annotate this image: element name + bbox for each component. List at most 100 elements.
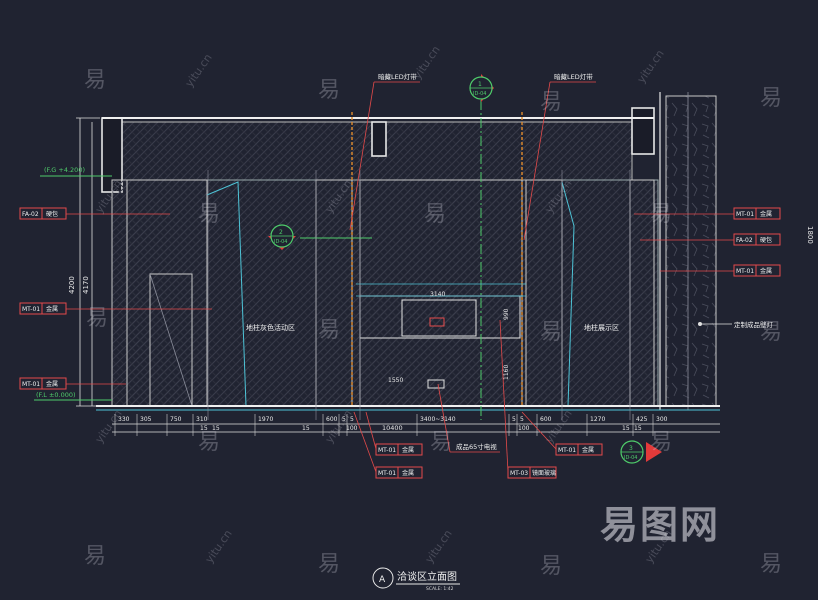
svg-text:硬包: 硬包 bbox=[46, 210, 58, 218]
sub-dim-3: 15 bbox=[302, 425, 310, 432]
svg-text:MT-01: MT-01 bbox=[378, 470, 396, 477]
dim-label: 5 bbox=[342, 416, 346, 423]
dim-label: 425 bbox=[636, 416, 648, 423]
dim-label: 310 bbox=[196, 416, 208, 423]
dim-label: 1270 bbox=[590, 416, 605, 423]
angled-panel-right bbox=[561, 181, 575, 407]
angled-panel-left bbox=[206, 181, 247, 407]
right-panel bbox=[629, 179, 655, 407]
svg-text:MT-01: MT-01 bbox=[378, 447, 396, 454]
zone-label-right: 地柱展示区 bbox=[584, 323, 619, 332]
drawing-title: 洽谈区立面图 bbox=[397, 570, 457, 583]
svg-text:金属: 金属 bbox=[760, 267, 772, 275]
dim-label: 3400~3140 bbox=[420, 416, 456, 423]
title-block: A 洽谈区立面图 SCALE: 1:42 bbox=[372, 567, 460, 592]
svg-text:金属: 金属 bbox=[402, 446, 414, 454]
section-marker-3: 3 ID-04 bbox=[620, 440, 662, 464]
left-tag-1: FA-02 硬包 bbox=[19, 207, 170, 220]
sub-dim-2: 15 bbox=[212, 425, 220, 432]
dim-1550: 1550 bbox=[388, 377, 403, 384]
svg-text:金属: 金属 bbox=[760, 210, 772, 218]
drawing-scale: SCALE: 1:42 bbox=[426, 586, 454, 592]
height-dim-1: 4200 bbox=[68, 276, 76, 294]
sub-dim-6: 15 bbox=[622, 425, 630, 432]
bottom-tag-4: MT-01 金属 bbox=[521, 411, 603, 456]
svg-text:1: 1 bbox=[478, 81, 482, 88]
dim-990: 990 bbox=[503, 308, 510, 320]
right-tag-1: MT-01 金属 bbox=[634, 207, 781, 220]
tv-marker bbox=[429, 317, 445, 327]
svg-text:金属: 金属 bbox=[46, 305, 58, 313]
section-marker-1: 1 ID-04 bbox=[469, 74, 494, 102]
ceiling-drop bbox=[371, 121, 387, 157]
dim-label: 600 bbox=[326, 416, 338, 423]
view-tag: A bbox=[379, 575, 386, 585]
led-callout-left: 暗藏LED灯带 bbox=[349, 72, 420, 231]
dim-1160: 1160 bbox=[503, 365, 510, 380]
dim-label: 5 bbox=[512, 416, 516, 423]
bottom-tag-2: MT-01 金属 bbox=[353, 411, 423, 479]
zone-label-left: 地柱灰色活动区 bbox=[246, 323, 295, 332]
svg-text:MT-01: MT-01 bbox=[22, 306, 40, 313]
svg-text:(F.G +4.200): (F.G +4.200) bbox=[44, 166, 85, 174]
svg-text:定制成品壁灯: 定制成品壁灯 bbox=[734, 320, 774, 329]
watermark-logo: 易图网 bbox=[600, 503, 721, 547]
svg-text:ID-04: ID-04 bbox=[624, 455, 638, 461]
svg-text:3: 3 bbox=[629, 445, 633, 452]
sub-dim-1: 15 bbox=[200, 425, 208, 432]
left-tag-3: MT-01 金属 bbox=[19, 377, 126, 390]
svg-text:ID-04: ID-04 bbox=[274, 239, 288, 245]
svg-text:MT-01: MT-01 bbox=[736, 268, 754, 275]
svg-text:FA-02: FA-02 bbox=[736, 237, 753, 244]
tv-frame bbox=[359, 295, 521, 339]
svg-text:镜面玻璃: 镜面玻璃 bbox=[532, 469, 556, 477]
svg-text:金属: 金属 bbox=[402, 469, 414, 477]
dim-label: 305 bbox=[140, 416, 152, 423]
bottom-tag-1: MT-01 金属 bbox=[365, 411, 423, 456]
svg-text:2: 2 bbox=[279, 229, 283, 236]
tv-callout: 成品65寸电视 bbox=[437, 383, 500, 453]
stone-wall-section bbox=[665, 95, 717, 407]
dim-3140: 3140 bbox=[430, 291, 445, 298]
right-tag-3: MT-01 金属 bbox=[660, 264, 781, 277]
right-tag-2: FA-02 硬包 bbox=[640, 233, 781, 246]
dim-label: 300 bbox=[656, 416, 668, 423]
level-ceiling: (F.G +4.200) bbox=[40, 166, 112, 177]
led-callout-right: 暗藏LED灯带 bbox=[523, 72, 596, 241]
svg-text:MT-01: MT-01 bbox=[22, 381, 40, 388]
left-panel-2 bbox=[126, 179, 208, 407]
left-column bbox=[315, 179, 353, 407]
svg-text:MT-01: MT-01 bbox=[558, 447, 576, 454]
sub-dim-4: 100 bbox=[346, 425, 358, 432]
svg-text:MT-01: MT-01 bbox=[736, 211, 754, 218]
dim-label: 600 bbox=[540, 416, 552, 423]
right-height-dim: 1800 bbox=[806, 226, 814, 244]
level-floor: (F.L ±0.000) bbox=[34, 391, 112, 401]
tv-wall bbox=[359, 179, 523, 407]
height-dim-2: 4170 bbox=[82, 276, 90, 294]
svg-text:成品65寸电视: 成品65寸电视 bbox=[456, 442, 497, 451]
right-column bbox=[525, 179, 563, 407]
dim-label: 1970 bbox=[258, 416, 273, 423]
sub-dim-7: 15 bbox=[634, 425, 642, 432]
svg-text:(F.L ±0.000): (F.L ±0.000) bbox=[36, 391, 76, 399]
left-tag-2: MT-01 金属 bbox=[19, 302, 212, 315]
svg-text:暗藏LED灯带: 暗藏LED灯带 bbox=[554, 72, 593, 81]
tv-screen bbox=[401, 299, 477, 337]
dim-label: 5 bbox=[520, 416, 524, 423]
dim-label: 5 bbox=[350, 416, 354, 423]
dim-label: 750 bbox=[170, 416, 182, 423]
dim-label: 330 bbox=[118, 416, 130, 423]
media-box bbox=[427, 379, 445, 389]
svg-text:硬包: 硬包 bbox=[760, 236, 772, 244]
svg-text:金属: 金属 bbox=[582, 446, 594, 454]
ceiling-right-return bbox=[631, 107, 655, 155]
overall-dim: 10400 bbox=[382, 424, 403, 432]
svg-text:FA-02: FA-02 bbox=[22, 211, 39, 218]
section-marker-2: 2 ID-04 bbox=[268, 224, 296, 250]
sub-dim-5: 100 bbox=[518, 425, 530, 432]
svg-text:MT-03: MT-03 bbox=[510, 470, 528, 477]
bottom-tag-3: MT-03 镜面玻璃 bbox=[499, 319, 557, 479]
